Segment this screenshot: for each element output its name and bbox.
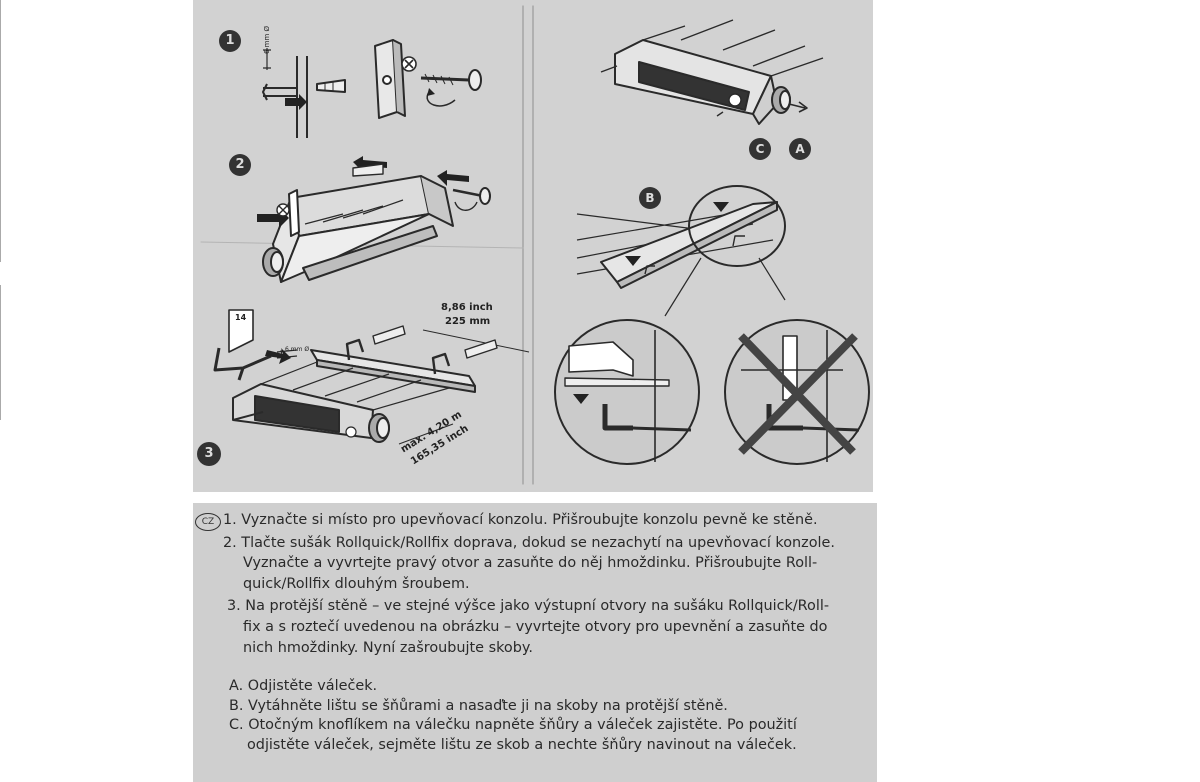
step-c-badge: C xyxy=(749,138,771,160)
instruction-line: B. Vytáhněte lištu se šňůrami a nasaďte … xyxy=(229,698,728,714)
step3-drawing xyxy=(213,309,530,445)
instruction-line: quick/Rollfix dlouhým šroubem. xyxy=(243,576,470,592)
instructions-card: CZ 1. Vyznačte si místo pro upevňovací k… xyxy=(193,503,877,782)
distance-mm-label: 225 mm xyxy=(445,316,491,327)
instruction-line: C. Otočným knoflíkem na válečku napněte … xyxy=(229,717,797,733)
left-page-edge-lower xyxy=(0,285,1,420)
detail-correct xyxy=(554,319,700,465)
step2-drawing xyxy=(257,156,491,283)
left-page-edge xyxy=(0,0,1,262)
language-badge: CZ xyxy=(195,513,221,531)
step-b-drawing xyxy=(576,185,786,317)
instruction-line: 1. Vyznačte si místo pro upevňovací konz… xyxy=(223,512,818,528)
step-a-badge: A xyxy=(789,138,811,160)
step-b-badge: B xyxy=(639,187,661,209)
distance-inch-label: 8,86 inch xyxy=(441,302,493,313)
instruction-line: odjistěte váleček, sejměte lištu ze skob… xyxy=(247,737,797,753)
illustration-sheet: 1 2 3 C A B 6 mm Ø 6 mm Ø 14 8,86 inch 2… xyxy=(193,0,873,492)
depth-label: 14 xyxy=(235,313,247,322)
step-1-badge: 1 xyxy=(219,30,241,52)
drill-size-label-2: 6 mm Ø xyxy=(285,346,310,353)
step1-drawing xyxy=(262,39,482,138)
step-3-badge: 3 xyxy=(197,442,221,466)
instruction-line: 3. Na protější stěně – ve stejné výšce j… xyxy=(227,598,830,614)
instruction-line: fix a s roztečí uvedenou na obrázku – vy… xyxy=(243,619,828,635)
instruction-line: nich hmoždinky. Nyní zašroubujte skoby. xyxy=(243,640,533,656)
step-ca-drawing xyxy=(600,19,824,125)
detail-wrong xyxy=(724,319,870,465)
assembly-diagram xyxy=(200,5,870,485)
instruction-line: 2. Tlačte sušák Rollquick/Rollfix doprav… xyxy=(223,535,835,551)
step-2-badge: 2 xyxy=(229,154,251,176)
instruction-line: A. Odjistěte váleček. xyxy=(229,678,378,694)
instruction-line: Vyznačte a vyvrtejte pravý otvor a zasuň… xyxy=(243,555,818,571)
drill-size-label: 6 mm Ø xyxy=(263,25,271,54)
